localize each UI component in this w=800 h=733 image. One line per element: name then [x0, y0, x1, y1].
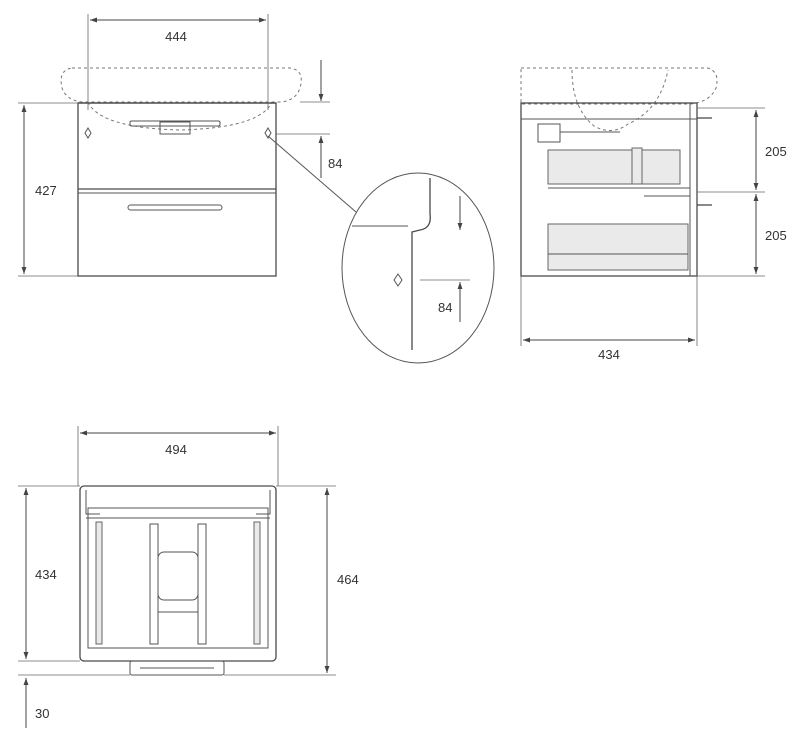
top-compartment-right [197, 523, 207, 645]
top-rail-left [95, 521, 103, 645]
dim-205-lower-label: 205 [765, 228, 787, 243]
detail-panel-edge [411, 178, 431, 350]
side-siphon-box [537, 123, 561, 143]
side-basin-bowl [571, 69, 669, 131]
detail-view: 84 [341, 172, 495, 364]
dim-205-upper-label: 205 [765, 144, 787, 159]
front-basin-bowl [87, 101, 273, 131]
dim-464-label: 464 [337, 572, 359, 587]
detail-pivot [393, 273, 403, 287]
dim-434-side-label: 434 [598, 347, 620, 362]
top-compartment-left [149, 523, 159, 645]
top-inner-frame [87, 507, 269, 649]
front-view: 444 427 84 [18, 14, 357, 277]
front-drain-bar [129, 120, 221, 127]
side-lower-drawer [547, 223, 689, 271]
dim-84-detail-label: 84 [438, 300, 452, 315]
dim-494-label: 494 [165, 442, 187, 457]
side-basin-outline [520, 67, 718, 105]
side-cabinet [520, 102, 698, 277]
front-drawer-handle [127, 204, 223, 211]
front-pivot-right [264, 127, 272, 139]
side-view: 205 205 434 [520, 67, 787, 362]
front-pivot-left [84, 127, 92, 139]
detail-circle [341, 172, 495, 364]
top-rail-right [253, 521, 261, 645]
top-siphon-cutout [157, 551, 199, 601]
front-drain-box [159, 121, 191, 135]
dim-30-label: 30 [35, 706, 49, 721]
side-upper-drawer [547, 149, 681, 185]
dim-84-front-label: 84 [328, 156, 342, 171]
dim-434-top-label: 434 [35, 567, 57, 582]
top-handle [129, 660, 225, 676]
dim-444-label: 444 [165, 29, 187, 44]
top-view: 494 434 464 30 [18, 426, 359, 728]
top-cabinet [79, 485, 277, 662]
dim-427-label: 427 [35, 183, 57, 198]
front-basin-outline [60, 67, 302, 103]
detail-leader [267, 135, 357, 213]
